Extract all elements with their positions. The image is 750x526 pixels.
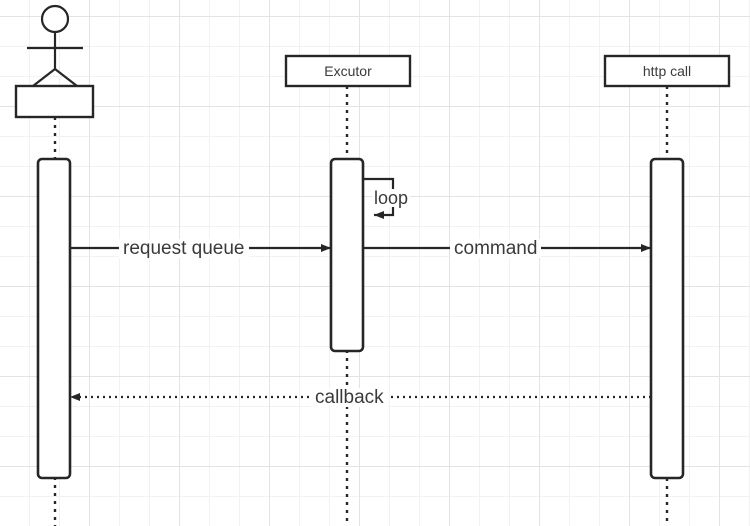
participant-header-box-excutor[interactable] (284, 54, 412, 88)
activation-bar-actor[interactable] (36, 157, 72, 480)
self-message-label-loop: loop (372, 188, 411, 208)
actor-leg-left-line (32, 68, 56, 87)
activation-bar-excutor[interactable] (329, 157, 365, 353)
activation-bar-httpcall[interactable] (649, 157, 685, 480)
actor-stick-figure (14, 4, 95, 119)
message-label-request-queue: request queue (119, 239, 249, 258)
participant-header-box-httpcall[interactable] (603, 54, 731, 88)
actor-leg-right-line (54, 68, 78, 87)
participant-label-excutor: Excutor (324, 63, 372, 79)
message-label-command: command (450, 239, 542, 258)
participant-label-httpcall: http call (642, 63, 692, 79)
message-label-callback: callback (311, 388, 388, 407)
actor-head-box[interactable] (14, 84, 95, 119)
actor-head-icon (40, 4, 70, 34)
